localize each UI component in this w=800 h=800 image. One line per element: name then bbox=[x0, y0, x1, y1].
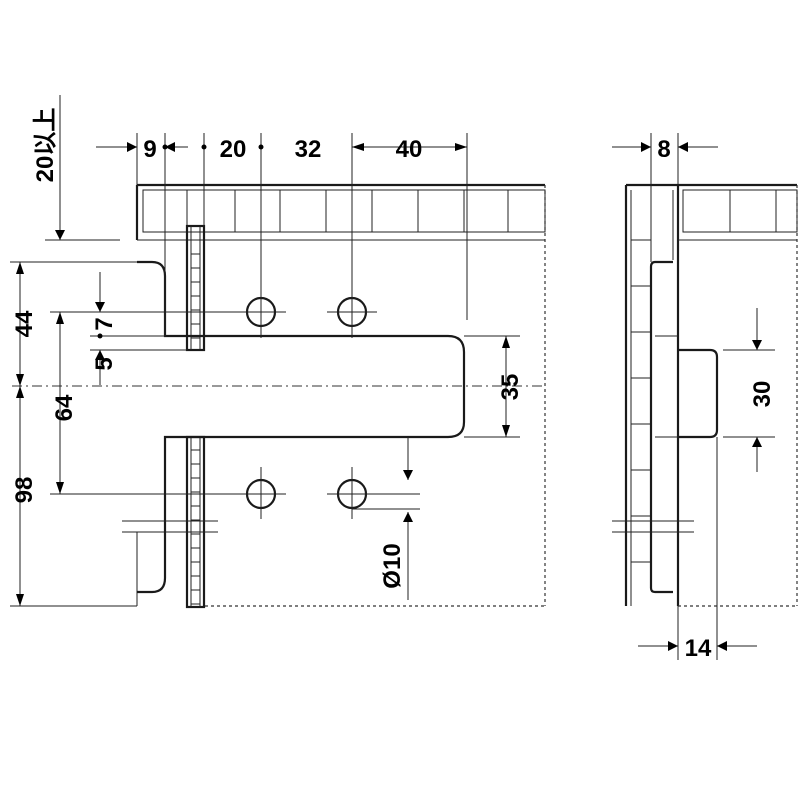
dim-32: 32 bbox=[295, 136, 322, 163]
side-break-lines bbox=[612, 520, 694, 533]
dim-hole-diameter: Ø10 bbox=[379, 543, 406, 588]
dim-35: 35 bbox=[497, 374, 524, 401]
side-hinge-body bbox=[649, 260, 719, 594]
dim-14: 14 bbox=[685, 635, 712, 662]
screw-hole-bottom-right bbox=[327, 467, 420, 519]
glass-panel-outline bbox=[135, 183, 546, 607]
dim-7: 7 bbox=[91, 317, 118, 330]
extension-lines bbox=[10, 133, 520, 607]
front-view: 9 20 32 40 20以上 44 98 64 7 5 35 Ø10 bbox=[10, 95, 546, 609]
dim-5: 5 bbox=[91, 357, 118, 370]
dim-40: 40 bbox=[396, 136, 423, 163]
dim-64: 64 bbox=[51, 394, 78, 421]
hinge-strip-top bbox=[185, 224, 206, 352]
dim-98: 98 bbox=[11, 477, 38, 504]
side-strip-ticks bbox=[631, 239, 651, 563]
hinge-strip-bottom bbox=[185, 435, 206, 609]
top-panel-section bbox=[137, 189, 546, 241]
screw-hole-bottom-left bbox=[236, 467, 286, 519]
dim-8: 8 bbox=[657, 136, 670, 163]
dim-44: 44 bbox=[11, 310, 38, 337]
side-top-panel-section bbox=[678, 189, 798, 241]
hinge-cutout-outline bbox=[137, 260, 466, 594]
dim-9: 9 bbox=[143, 136, 156, 163]
dim-20-above: 20以上 bbox=[32, 108, 59, 183]
break-line-left bbox=[122, 520, 218, 533]
side-view: 8 30 14 bbox=[612, 133, 798, 662]
dim-20: 20 bbox=[220, 136, 247, 163]
dimension-lines bbox=[16, 95, 510, 606]
dim-30: 30 bbox=[749, 381, 776, 408]
